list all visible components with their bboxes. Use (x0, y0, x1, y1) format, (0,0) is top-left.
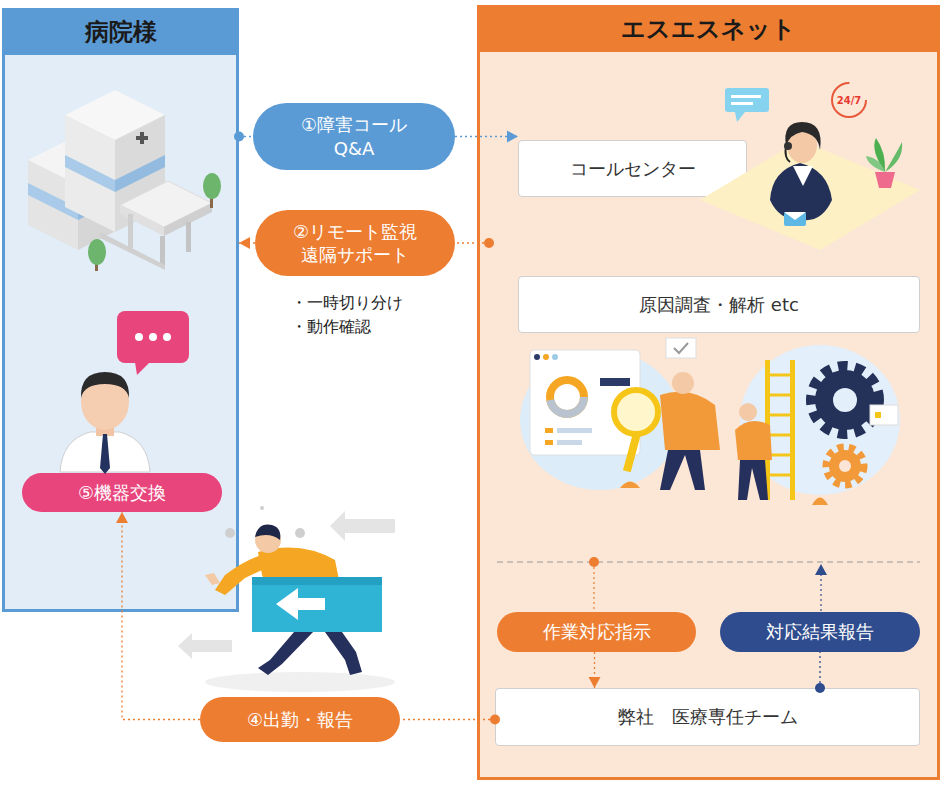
instruction-pill: 作業対応指示 (497, 612, 696, 652)
hospital-illustration (28, 90, 221, 271)
connector (455, 131, 518, 143)
callcenter-illustration (700, 83, 920, 250)
panel-title: 病院様 (85, 17, 157, 48)
process-box: 原因調査・解析 etc (518, 276, 920, 333)
staff-illustration (60, 311, 189, 474)
panel-title: エスエスネット (621, 14, 796, 45)
runner-illustration (178, 506, 395, 692)
note-text: ・動作確認 (291, 317, 371, 338)
step-pill: ④出勤・報告 (200, 697, 400, 742)
leader-line (820, 574, 821, 611)
node-label: 作業対応指示 (543, 620, 651, 643)
leader-arrowhead (815, 564, 827, 575)
node-label: 原因調査・解析 etc (639, 293, 799, 316)
connector (234, 132, 253, 142)
connector (589, 652, 601, 688)
node-label: ④出勤・報告 (247, 708, 353, 731)
panel-header: エスエスネット (480, 8, 937, 52)
leader-line (593, 562, 594, 611)
step-pill: ①障害コール Q&A (253, 103, 455, 170)
connector (815, 652, 825, 693)
connector (400, 715, 500, 725)
note-text: ・一時切り分け (291, 293, 403, 314)
connector (455, 238, 494, 248)
node-label: ⑤機器交換 (78, 481, 166, 504)
clock-text: 24/7 (837, 95, 862, 106)
analysis-illustration (520, 338, 900, 505)
divider-line (497, 561, 920, 562)
node-label: ①障害コール Q&A (284, 113, 424, 160)
leader-dot (589, 557, 599, 567)
panel-header: 病院様 (5, 11, 236, 55)
connector (116, 512, 200, 720)
step-pill: ⑤機器交換 (22, 473, 222, 512)
node-label: 弊社 医療専任チーム (618, 705, 798, 728)
node-label: 対応結果報告 (766, 620, 874, 643)
node-label: コールセンター (570, 157, 696, 180)
team-box: 弊社 医療専任チーム (495, 688, 920, 746)
report-pill: 対応結果報告 (720, 612, 920, 652)
connector (239, 237, 255, 249)
node-label: ②リモート監視 遠隔サポート (285, 220, 425, 267)
process-box: コールセンター (518, 140, 747, 197)
step-pill: ②リモート監視 遠隔サポート (255, 210, 455, 276)
